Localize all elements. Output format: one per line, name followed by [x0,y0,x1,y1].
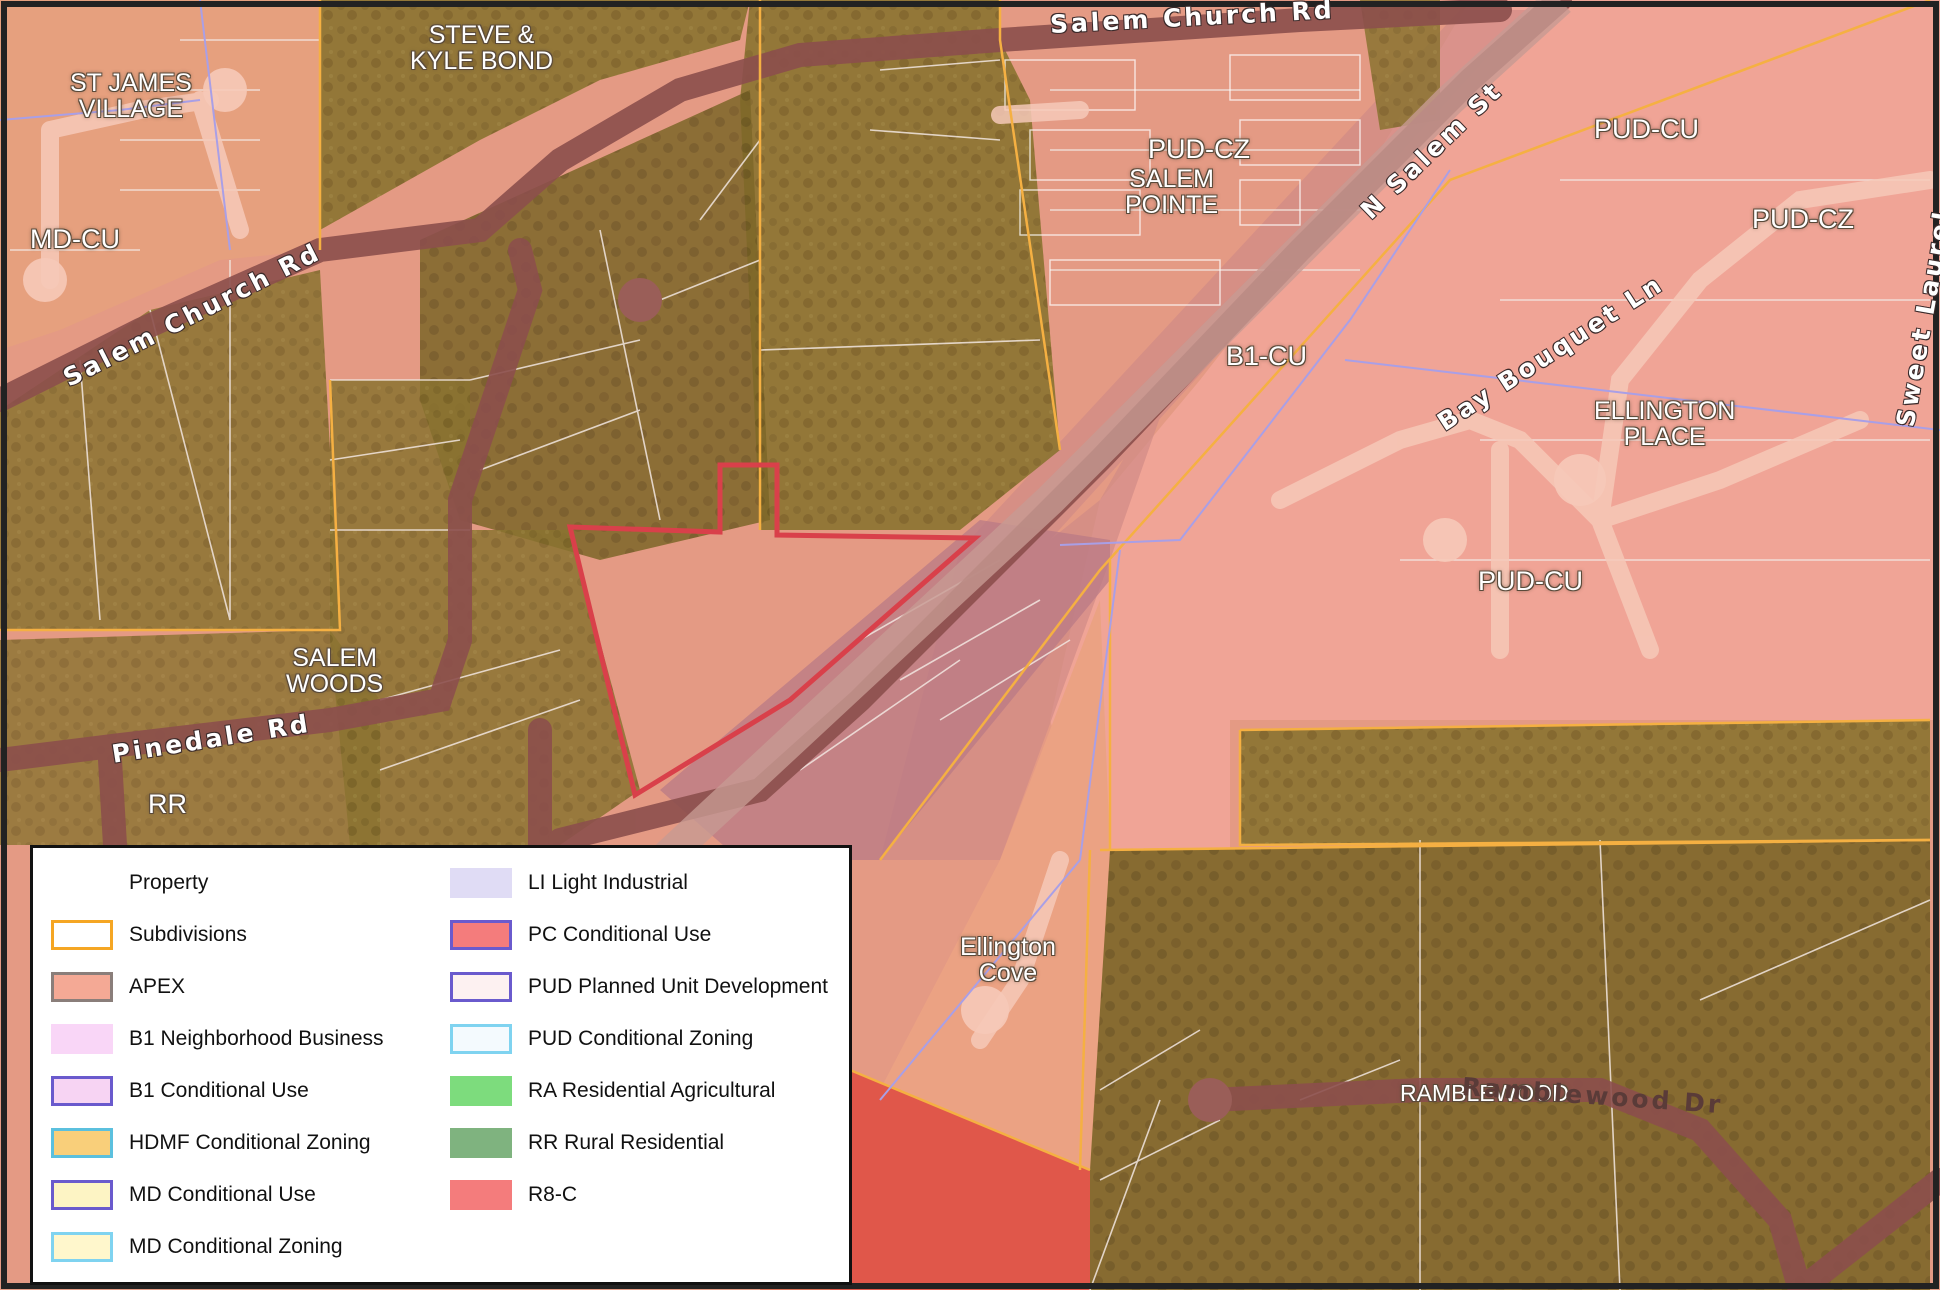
parcel-lines [0,39,1931,1290]
legend-item: PUD Conditional Zoning [450,1021,753,1057]
n-salem-st-corridor [609,0,1571,912]
legend-item: PC Conditional Use [450,917,711,953]
legend-item: R8-C [450,1177,577,1213]
cul-de-sac [1423,518,1467,562]
cul-de-sac [23,258,67,302]
label-pud-cu-mid: PUD-CU [1478,566,1583,596]
legend-swatch [450,972,512,1002]
legend-swatch [450,1180,512,1210]
legend-item: LI Light Industrial [450,865,688,901]
label-md-cu: MD-CU [30,224,120,254]
legend-item: RA Residential Agricultural [450,1073,775,1109]
rr-parcel [740,0,1060,530]
legend-label: B1 Neighborhood Business [129,1027,384,1050]
cul-de-sac [1188,1078,1232,1122]
r8c-zone [830,1070,1090,1290]
legend-item: Property [51,865,208,901]
legend-swatch [450,868,512,898]
legend-label: Property [129,871,209,894]
subdivision-streets [41,91,1939,1049]
legend-swatch [51,972,113,1002]
legend-label: PUD Conditional Zoning [528,1027,754,1050]
legend-swatch [51,920,113,950]
legend-label: MD Conditional Zoning [129,1235,343,1258]
legend-swatch [51,1232,113,1262]
label-b1-cu: B1-CU [1226,341,1308,371]
legend-label: B1 Conditional Use [129,1079,309,1102]
legend-item: MD Conditional Use [51,1177,316,1213]
legend-label: MD Conditional Use [129,1183,316,1206]
legend-label: R8-C [528,1183,578,1206]
legend-swatch [450,920,512,950]
label-pud-cz-right: PUD-CZ [1752,204,1854,234]
legend-label: RA Residential Agricultural [528,1079,776,1102]
legend-label: Subdivisions [129,923,247,946]
legend-swatch [450,1128,512,1158]
legend-swatch [51,1180,113,1210]
label-pud-cz-salem: PUD-CZ [1148,134,1250,164]
rr-parcel [1360,0,1440,130]
cul-de-sac [203,68,247,112]
legend-swatch [51,1128,113,1158]
legend-swatch [51,1076,113,1106]
rr-parcel [1240,720,1930,845]
label-ramblewood: RAMBLEWOOD [1400,1080,1569,1106]
subject-property[interactable] [566,462,982,799]
legend-label: RR Rural Residential [528,1131,725,1154]
legend-label: PC Conditional Use [528,923,712,946]
legend-label: LI Light Industrial [528,871,688,894]
legend-item: APEX [51,969,185,1005]
legend-swatch [450,1024,512,1054]
rr-parcel [1060,840,1930,1290]
legend-swatch [450,1076,512,1106]
cul-de-sac [1554,454,1606,506]
legend-item: MD Conditional Zoning [51,1229,343,1265]
legend-label: PUD Planned Unit Development [528,975,828,998]
legend-item: PUD Planned Unit Development [450,969,828,1005]
legend-swatch [51,1024,113,1054]
legend-item: B1 Neighborhood Business [51,1021,384,1057]
cul-de-sac [961,986,1009,1034]
pud-boundaries [0,0,1940,1101]
legend-item: HDMF Conditional Zoning [51,1125,371,1161]
label-rr: RR [148,789,187,819]
label-pud-cu-top: PUD-CU [1594,114,1699,144]
legend-swatch [51,868,113,898]
legend-item: Subdivisions [51,917,247,953]
cul-de-sac [618,278,662,322]
label-steve-kyle-bond: STEVE &KYLE BOND [410,21,554,76]
ellington-cove-subdivision [880,600,1110,1170]
legend-label: HDMF Conditional Zoning [129,1131,371,1154]
rr-parcel [330,380,640,845]
legend-item: B1 Conditional Use [51,1073,309,1109]
legend-item: RR Rural Residential [450,1125,724,1161]
subdivision-boundaries [0,0,1931,1172]
rr-parcel [320,0,750,230]
legend-label: APEX [129,975,186,998]
